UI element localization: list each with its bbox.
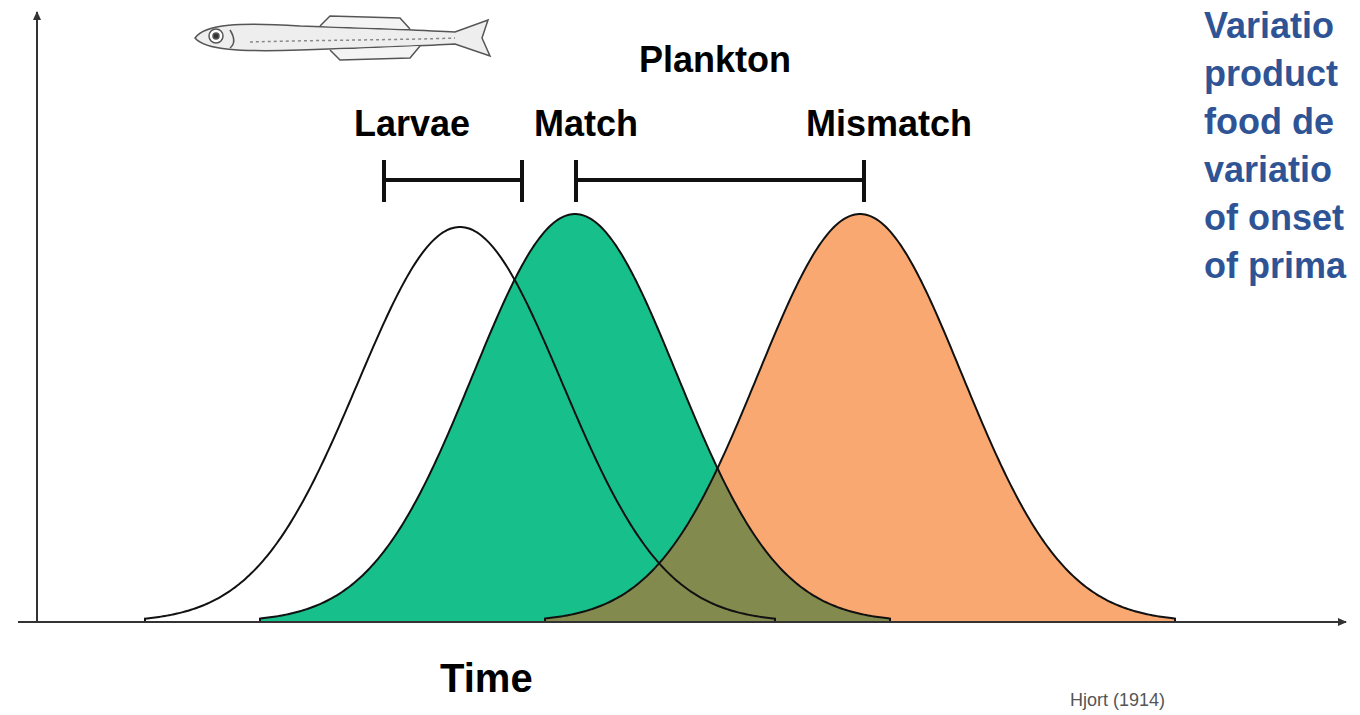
citation: Hjort (1914) bbox=[1070, 690, 1165, 711]
fish-larva-illustration bbox=[195, 16, 490, 60]
larvae-label: Larvae bbox=[354, 104, 470, 144]
larvae-curve bbox=[145, 227, 775, 622]
mismatch-bracket bbox=[576, 160, 864, 202]
x-axis bbox=[18, 621, 1346, 623]
plankton-label: Plankton bbox=[639, 40, 791, 80]
side-note: Variatio product food de variatio of ons… bbox=[1204, 2, 1354, 290]
mismatch-label: Mismatch bbox=[806, 104, 972, 144]
match-curve bbox=[260, 214, 890, 622]
larvae-bracket bbox=[384, 160, 522, 202]
match-label: Match bbox=[534, 104, 638, 144]
axis-title: Time bbox=[440, 656, 533, 700]
y-axis bbox=[36, 12, 38, 622]
overlap-area bbox=[545, 469, 890, 622]
mismatch-outline bbox=[545, 214, 1175, 622]
match-outline bbox=[260, 214, 890, 622]
